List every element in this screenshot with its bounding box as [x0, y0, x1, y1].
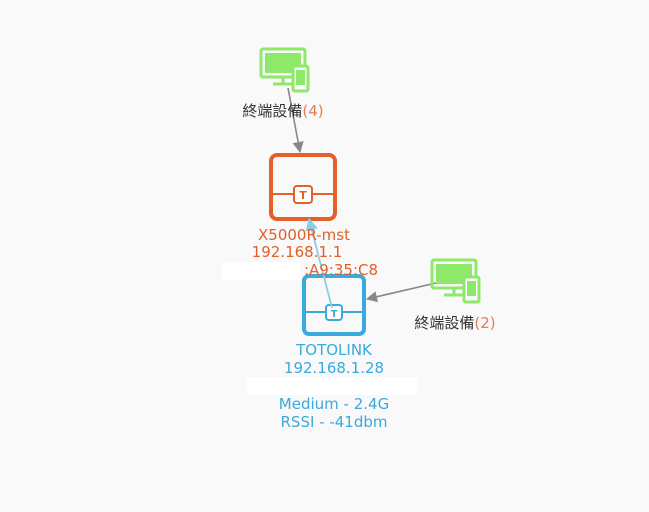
main-router-ip: 192.168.1.1	[251, 243, 343, 261]
svg-text:T: T	[331, 309, 338, 320]
link-top-devices-to-main	[287, 87, 304, 154]
main-router-mac: :A9:35:C8	[303, 261, 379, 279]
sub-router-rssi: RSSI - -41dbm	[280, 413, 388, 431]
sub-router-name: TOTOLINK	[296, 341, 372, 359]
sub-router-icon[interactable]: T	[302, 274, 366, 336]
desktop-and-phone-icon[interactable]	[430, 258, 481, 304]
devices-right-text: 終端設備	[414, 314, 475, 332]
main-router-name: X5000R-mst	[258, 226, 350, 244]
desktop-and-phone-icon[interactable]	[259, 47, 310, 93]
link-sub-to-main-wireless	[305, 217, 333, 309]
main-router-icon[interactable]: T	[269, 153, 337, 221]
link-right-devices-to-sub	[365, 282, 437, 303]
main-router-mac-redacted	[222, 262, 300, 280]
devices-right-count: (2)	[474, 314, 496, 332]
devices-top-label[interactable]: 終端設備(4)	[242, 104, 323, 119]
sub-router-ip: 192.168.1.28	[283, 359, 385, 377]
devices-top-text: 終端設備	[242, 102, 303, 120]
devices-top-count: (4)	[302, 102, 324, 120]
sub-router-signal: Medium - 2.4G	[278, 395, 390, 413]
devices-right-label[interactable]: 終端設備(2)	[414, 316, 495, 331]
sub-router-mac-redacted	[247, 377, 417, 395]
svg-text:T: T	[299, 189, 307, 202]
